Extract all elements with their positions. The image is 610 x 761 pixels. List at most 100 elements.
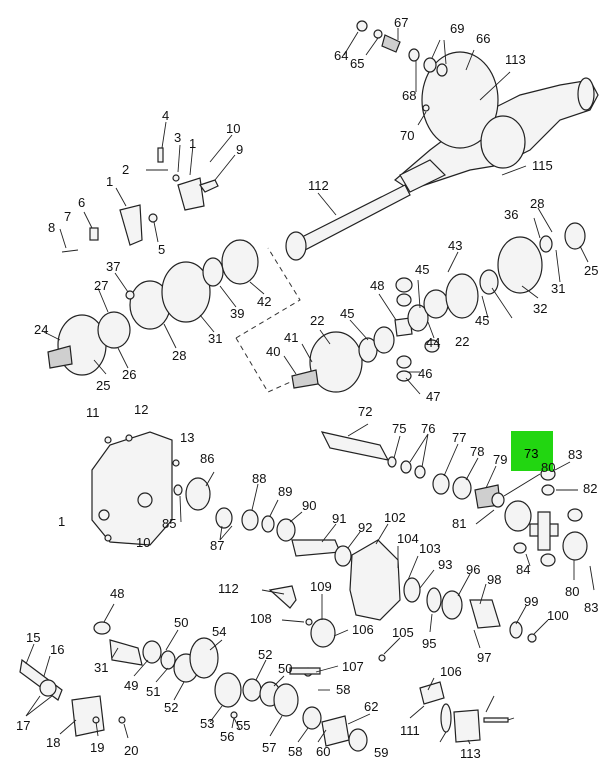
callout-label: 8 (48, 220, 55, 235)
callout-label: 31 (94, 660, 108, 675)
callout-label: 1 (189, 136, 196, 151)
callout-label: 86 (200, 451, 214, 466)
callout-label: 76 (421, 421, 435, 436)
carrier-housing (91, 431, 180, 546)
callout-label: 51 (146, 684, 160, 699)
output-shaft-parts (320, 431, 588, 567)
callout-label: 6 (78, 195, 85, 210)
callout-label: 104 (397, 531, 419, 546)
callout-label: 55 (236, 718, 250, 733)
callout-label: 16 (50, 642, 64, 657)
callout-label: 103 (419, 541, 441, 556)
callout-label: 89 (278, 484, 292, 499)
differential-case (47, 239, 259, 376)
callout-label: 10 (226, 121, 240, 136)
callout-label: 40 (266, 344, 280, 359)
callout-label: 17 (16, 718, 30, 733)
highlight-box (511, 431, 553, 471)
callout-label: 58 (288, 744, 302, 759)
callout-label: 82 (583, 481, 597, 496)
callout-label: 106 (440, 664, 462, 679)
callout-label: 39 (230, 306, 244, 321)
axle-housing (394, 51, 599, 193)
callout-label: 84 (516, 562, 530, 577)
callout-label: 28 (530, 196, 544, 211)
callout-label: 19 (90, 740, 104, 755)
axle-shaft (285, 184, 411, 261)
callout-label: 67 (394, 15, 408, 30)
callout-label: 45 (475, 313, 489, 328)
callout-label: 59 (374, 745, 388, 760)
callout-label: 97 (477, 650, 491, 665)
callout-label: 98 (487, 572, 501, 587)
shift-gear-parts (268, 585, 386, 677)
callout-label: 12 (134, 402, 148, 417)
callout-label: 36 (504, 207, 518, 222)
callout-label: 72 (358, 404, 372, 419)
callout-label: 45 (340, 306, 354, 321)
leader-lines (25, 28, 595, 745)
callout-label: 46 (418, 366, 432, 381)
callout-label: 11 (86, 405, 100, 420)
callout-label: 96 (466, 562, 480, 577)
callout-labels: 64 65 67 68 69 66 70 113 115 112 4 3 1 1… (16, 15, 598, 761)
callout-label: 70 (400, 128, 414, 143)
callout-label: 22 (310, 313, 324, 328)
callout-label: 44 (426, 335, 440, 350)
callout-label: 26 (122, 367, 136, 382)
callout-label: 58 (336, 682, 350, 697)
highlight-marker (511, 431, 553, 471)
callout-label: 99 (524, 594, 538, 609)
callout-label: 75 (392, 421, 406, 436)
callout-label: 102 (384, 510, 406, 525)
callout-label: 108 (250, 611, 272, 626)
highlighted-callout: 73 (524, 446, 538, 461)
callout-label: 45 (415, 262, 429, 277)
callout-label: 113 (505, 52, 526, 67)
callout-label: 115 (532, 158, 553, 173)
callout-label: 25 (96, 378, 110, 393)
callout-label: 78 (470, 444, 484, 459)
callout-label: 18 (46, 735, 60, 750)
callout-label: 66 (476, 31, 490, 46)
callout-label: 105 (392, 625, 414, 640)
callout-label: 1 (58, 514, 65, 529)
callout-label: 81 (452, 516, 466, 531)
callout-label: 24 (34, 322, 48, 337)
callout-label: 57 (262, 740, 276, 755)
callout-label: 53 (200, 716, 214, 731)
callout-label: 48 (110, 586, 124, 601)
callout-label: 32 (533, 301, 547, 316)
callout-label: 77 (452, 430, 466, 445)
callout-label: 100 (547, 608, 569, 623)
callout-label: 106 (352, 622, 374, 637)
callout-label: 37 (106, 259, 120, 274)
callout-label: 109 (310, 579, 332, 594)
callout-label: 93 (438, 557, 452, 572)
callout-label: 64 (334, 48, 348, 63)
callout-label: 113 (460, 746, 481, 761)
callout-label: 56 (220, 729, 234, 744)
callout-label: 52 (258, 647, 272, 662)
callout-label: 50 (174, 615, 188, 630)
callout-label: 28 (172, 348, 186, 363)
callout-label: 31 (551, 281, 565, 296)
callout-label: 88 (252, 471, 266, 486)
callout-label: 22 (455, 334, 469, 349)
callout-label: 54 (212, 624, 226, 639)
callout-label: 13 (180, 430, 194, 445)
inter-axle-housing (349, 539, 537, 643)
callout-label: 112 (308, 178, 329, 193)
callout-label: 43 (448, 238, 462, 253)
callout-label: 7 (64, 209, 71, 224)
dashed-group-box (235, 247, 341, 393)
callout-label: 65 (350, 56, 364, 71)
callout-label: 90 (302, 498, 316, 513)
callout-label: 10 (136, 535, 150, 550)
callout-label: 25 (584, 263, 598, 278)
bearing-caps (61, 147, 219, 253)
callout-label: 50 (278, 661, 292, 676)
callout-label: 48 (370, 278, 384, 293)
callout-label: 3 (174, 130, 181, 145)
